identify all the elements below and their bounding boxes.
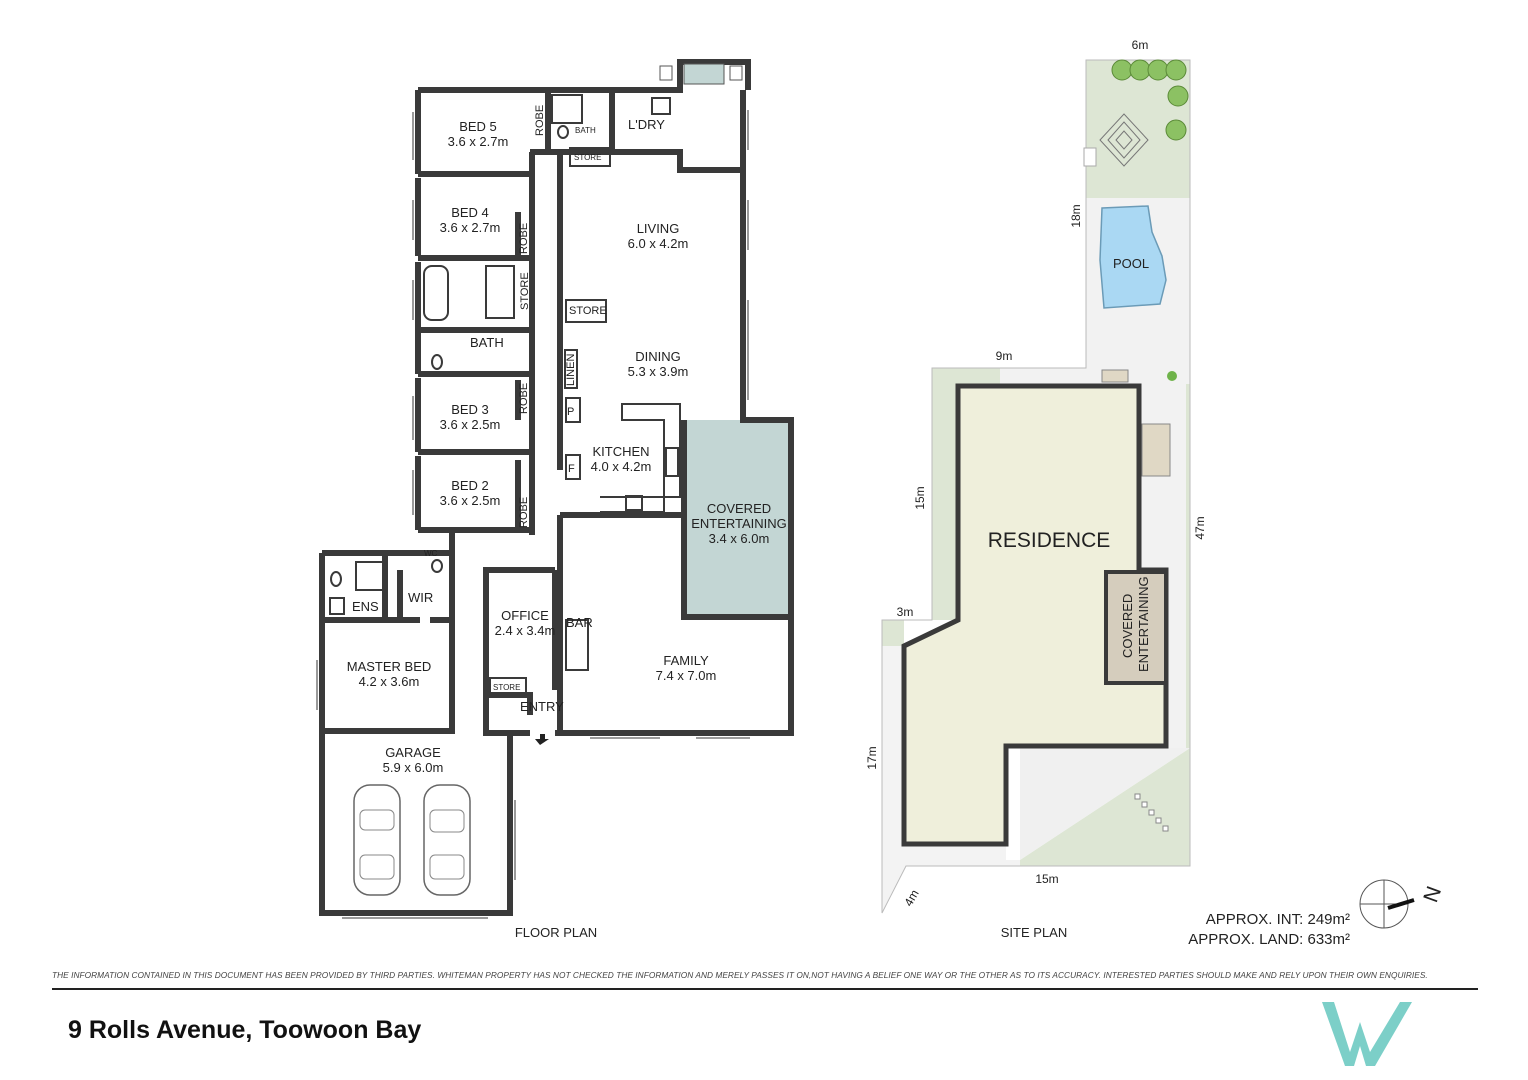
bed2-size: 3.6 x 2.5m [440,493,501,508]
site-covered-line1: COVERED [1120,594,1135,658]
entry-arrow-icon [535,734,549,745]
tree-icon [1111,59,1189,141]
bed2-name: BED 2 [451,478,489,493]
footer-divider [52,988,1478,990]
residence-outline [901,383,1169,847]
site-covered-line2: ENTERTAINING [1136,576,1151,672]
small-shrub-icon [1167,371,1177,381]
whiteman-logo [1322,1002,1412,1066]
robe-label-bed2: ROBE [518,497,530,528]
property-address: 9 Rolls Avenue, Toowoon Bay [68,1016,422,1044]
shower-icon [355,561,385,591]
dim-left-lower: 17m [865,746,879,769]
bath-label-main: BATH [470,335,504,350]
pantry-label: P [567,406,574,418]
living-size: 6.0 x 4.2m [628,236,689,251]
robe-label-bed3: ROBE [518,383,530,414]
shower-icon [485,265,515,319]
dim-top: 6m [1132,38,1149,52]
kitchen-size: 4.0 x 4.2m [591,459,652,474]
dim-right: 47m [1193,516,1207,539]
dim-bottom: 15m [1035,872,1058,886]
toilet-icon [557,125,569,139]
covered-name-1: COVERED [707,501,771,516]
stovetop-icon [625,495,643,511]
wir-label: WIR [408,590,433,605]
stepping-stones [1134,793,1169,832]
residence-label: RESIDENCE [988,529,1111,552]
covered-size: 3.4 x 6.0m [709,531,770,546]
linen-label: LINEN [565,354,577,386]
dim-left-step: 3m [897,605,914,619]
office-name: OFFICE [501,608,549,623]
living-name: LIVING [637,221,680,236]
floor-plan: BED 5 3.6 x 2.7m BED 4 3.6 x 2.7m BED 3 … [316,59,794,940]
family-name: FAMILY [663,653,709,668]
office-size: 2.4 x 3.4m [495,623,556,638]
dim-upper-side: 18m [1069,204,1083,227]
bath-label-small: BATH [575,126,596,135]
dim-step: 9m [996,349,1013,363]
car-icon [423,784,471,896]
toilet-icon [431,354,443,370]
store-label-dining: STORE [569,305,607,317]
dim-corner: 4m [901,887,921,908]
toilet-icon [431,559,443,573]
garage-size: 5.9 x 6.0m [383,760,444,775]
sink-icon [665,447,679,477]
bar-label: BAR [566,615,593,630]
laundry-tub-icon [651,97,671,115]
lawn-area [1020,748,1190,866]
lawn-area [882,368,1000,646]
bed3-name: BED 3 [451,402,489,417]
floor-plan-caption: FLOOR PLAN [515,925,597,940]
store-label-bath: STORE [519,272,531,310]
north-label: N [1419,883,1446,905]
approx-int: APPROX. INT: 249m² [1206,911,1350,928]
car-icon [353,784,401,896]
store-label-office: STORE [493,683,520,692]
site-plan: POOL RESIDENCE COVERED ENTERTAINING 6m 1… [865,38,1446,948]
dining-name: DINING [635,349,681,364]
approx-land: APPROX. LAND: 633m² [1188,931,1350,948]
kitchen-name: KITCHEN [592,444,649,459]
pool-label: POOL [1113,256,1149,271]
north-arrow-icon [1359,879,1415,929]
laundry-label: L'DRY [628,117,665,132]
dim-left-upper: 15m [913,486,927,509]
covered-name-2: ENTERTAINING [691,516,787,531]
fridge-label: F [568,463,575,475]
pool [1099,205,1167,309]
toilet-icon [330,571,342,587]
covered-entertaining-area [684,420,791,617]
robe-label-bed4: ROBE [518,223,530,254]
bed3-size: 3.6 x 2.5m [440,417,501,432]
master-size: 4.2 x 3.6m [359,674,420,689]
robe-label-bed5: ROBE [534,105,546,136]
family-size: 7.4 x 7.0m [656,668,717,683]
ens-label: ENS [352,599,379,614]
wc-label: WC [424,549,438,558]
lawn-area [1186,384,1190,748]
site-covered-entertaining [1104,570,1168,685]
garage-name: GARAGE [385,745,441,760]
shower-icon [551,94,583,124]
bed5-size: 3.6 x 2.7m [448,134,509,149]
master-name: MASTER BED [347,659,432,674]
entry-label: ENTRY [520,699,564,714]
bed4-size: 3.6 x 2.7m [440,220,501,235]
dining-size: 5.3 x 3.9m [628,364,689,379]
disclaimer-text: THE INFORMATION CONTAINED IN THIS DOCUME… [52,970,1428,980]
bathtub-icon [423,265,449,321]
site-plan-caption: SITE PLAN [1001,925,1067,940]
store-label-laundry: STORE [574,153,601,162]
bed5-name: BED 5 [459,119,497,134]
bed4-name: BED 4 [451,205,489,220]
gazebo-icon [1099,113,1149,167]
